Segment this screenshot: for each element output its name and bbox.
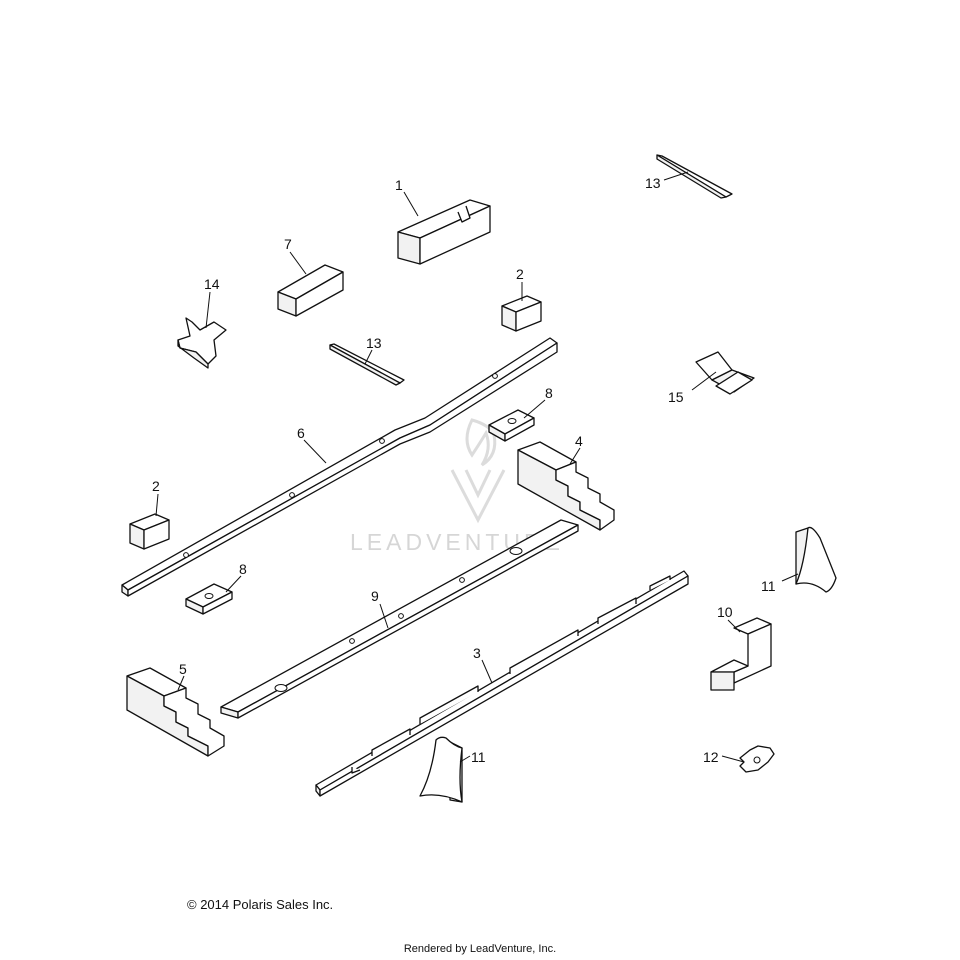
part-2-cube-upper bbox=[501, 295, 542, 332]
callout-8-lower: 8 bbox=[239, 561, 247, 577]
callout-6: 6 bbox=[297, 425, 305, 441]
callout-13-middle: 13 bbox=[366, 335, 382, 351]
callout-11-lower: 11 bbox=[471, 749, 486, 765]
callout-2-lower: 2 bbox=[152, 478, 160, 494]
callout-11-right: 11 bbox=[761, 578, 776, 594]
part-1-notched-block bbox=[397, 199, 491, 265]
part-6-long-rail bbox=[121, 337, 558, 597]
part-5-stepped-block bbox=[126, 667, 225, 757]
part-2-cube-lower bbox=[129, 513, 170, 550]
part-15-clip bbox=[695, 351, 755, 395]
callout-2-upper: 2 bbox=[516, 266, 524, 282]
part-3-notched-rail bbox=[315, 570, 689, 797]
callout-14: 14 bbox=[204, 276, 220, 292]
part-13-strip-top bbox=[656, 154, 733, 199]
part-9-flat-bar bbox=[220, 519, 579, 719]
part-4-stepped-block bbox=[517, 441, 615, 531]
callout-8-upper: 8 bbox=[545, 385, 553, 401]
callout-9: 9 bbox=[371, 588, 379, 604]
callout-15: 15 bbox=[668, 389, 684, 405]
copyright-notice: © 2014 Polaris Sales Inc. bbox=[187, 897, 334, 912]
part-11-wedge-right bbox=[795, 526, 837, 593]
callout-1: 1 bbox=[395, 177, 403, 193]
part-12-small-clip bbox=[739, 745, 775, 773]
callout-10: 10 bbox=[717, 604, 733, 620]
callout-3: 3 bbox=[473, 645, 481, 661]
leader-lines bbox=[155, 171, 799, 763]
part-14-bracket bbox=[177, 317, 227, 369]
callout-7: 7 bbox=[284, 236, 292, 252]
callout-13-top: 13 bbox=[645, 175, 661, 191]
rendered-by-credit: Rendered by LeadVenture, Inc. bbox=[403, 943, 557, 955]
callout-12: 12 bbox=[703, 749, 719, 765]
part-8-plate-lower bbox=[185, 583, 233, 615]
part-8-plate-upper bbox=[488, 409, 535, 442]
part-13-strip-middle bbox=[329, 343, 405, 386]
callout-4: 4 bbox=[575, 433, 583, 449]
part-10-l-block bbox=[710, 617, 772, 691]
part-7-block bbox=[277, 264, 344, 317]
part-11-wedge-lower bbox=[419, 736, 463, 803]
callout-numbers: 1 2 2 3 4 5 6 7 8 8 9 10 11 11 12 13 13 … bbox=[152, 175, 776, 765]
callout-5: 5 bbox=[179, 661, 187, 677]
